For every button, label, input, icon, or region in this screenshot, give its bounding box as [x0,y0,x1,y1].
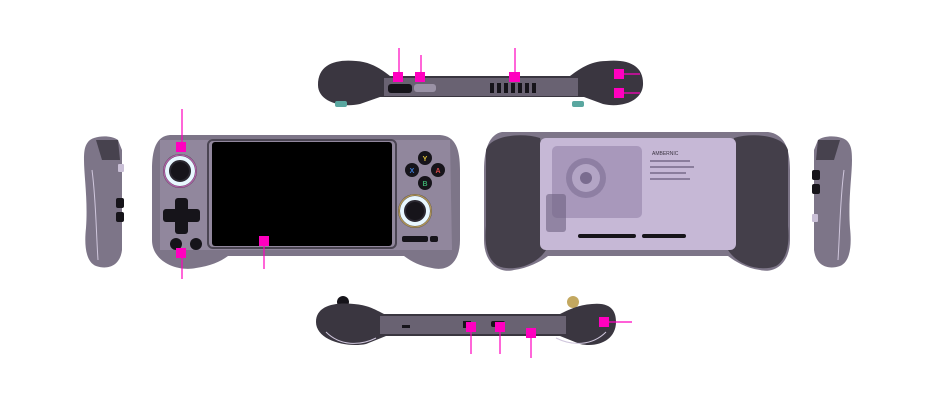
button-b [418,176,432,190]
marker-front-indicator-led [176,142,186,152]
button-b-label: B [422,181,427,188]
button-x-label: X [410,168,415,175]
marker-front-left-button [176,248,186,258]
button-a-label: A [435,168,440,175]
right-side-view [812,136,852,268]
front-view: X Y A B [152,109,460,279]
marker-top-shoulder-r1 [614,69,624,79]
marker-top-volume-rocker [415,72,425,82]
front-screen [212,142,392,246]
back-view: AMBERNIC [484,132,790,271]
marker-top-power-button [393,72,403,82]
marker-front-screen [259,236,269,246]
button-y [418,151,432,165]
button-y-label: Y [423,156,428,163]
button-x [405,163,419,177]
button-a [431,163,445,177]
marker-bottom-shoulder [599,317,609,327]
marker-bottom-sd-slot [526,328,536,338]
left-side-view [84,136,124,268]
marker-bottom-usb-c-port [495,322,505,332]
left-joystick [163,154,197,188]
top-view [318,48,644,107]
face-buttons: X Y A B [405,151,445,190]
bottom-view [316,296,632,358]
back-brand-label: AMBERNIC [652,151,679,157]
right-joystick [398,194,432,228]
marker-top-shoulder-r2 [614,88,624,98]
marker-top-vent [509,72,520,82]
d-pad [163,198,200,234]
top-vent-grille [490,83,536,93]
marker-bottom-audio-jack [466,322,476,332]
